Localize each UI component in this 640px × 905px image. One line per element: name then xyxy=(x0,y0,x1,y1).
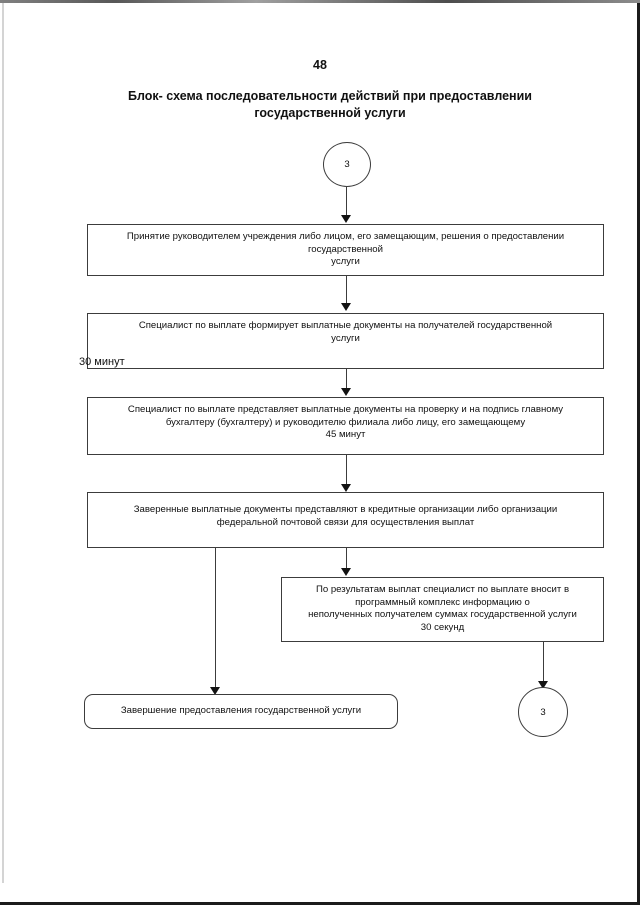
process-box-1-text: Принятие руководителем учреждения либо л… xyxy=(88,225,603,269)
connector-circle-bottom: 3 xyxy=(518,687,568,737)
connector-circle-top-label: 3 xyxy=(344,159,350,170)
page-title: Блок- схема последовательности действий … xyxy=(120,88,540,122)
arrowhead-to-box3 xyxy=(341,388,351,396)
connector-line-box2-to-box3 xyxy=(346,369,347,391)
connector-circle-top: 3 xyxy=(323,142,371,187)
connector-line-circle-to-box1 xyxy=(346,187,347,219)
process-box-3-line-3: 45 минут xyxy=(325,429,366,440)
page-number: 48 xyxy=(313,58,327,72)
terminal-box-end-line-1: Завершение предоставления государственно… xyxy=(120,705,362,717)
process-box-2-line-1: Специалист по выплате формирует выплатны… xyxy=(138,320,553,331)
process-box-3-text: Специалист по выплате представляет выпла… xyxy=(88,398,603,442)
connector-circle-bottom-label: 3 xyxy=(540,706,546,718)
process-box-5-text: По результатам выплат специалист по выпл… xyxy=(282,578,603,634)
scan-edge-bottom xyxy=(0,902,640,905)
arrowhead-to-box2 xyxy=(341,303,351,311)
terminal-box-end: Завершение предоставления государственно… xyxy=(84,694,398,729)
arrowhead-to-box4 xyxy=(341,484,351,492)
process-box-5-line-1: По результатам выплат специалист по выпл… xyxy=(315,584,570,595)
scan-edge-top xyxy=(0,0,640,3)
process-box-2-line-2: услуги xyxy=(331,332,360,344)
process-box-1-line-2: государственной xyxy=(308,243,383,255)
scan-edge-right xyxy=(637,3,640,903)
process-box-5-line-4: 30 секунд xyxy=(420,621,465,633)
arrowhead-to-box1 xyxy=(341,215,351,223)
arrowhead-to-terminal xyxy=(210,687,220,695)
process-box-2: Специалист по выплате формирует выплатны… xyxy=(87,313,604,369)
process-box-3-line-2: бухгалтеру (бухгалтеру) и руководителю ф… xyxy=(165,416,526,428)
process-box-1-line-3: услуги xyxy=(331,256,360,267)
process-box-4: Заверенные выплатные документы представл… xyxy=(87,492,604,548)
process-box-5-line-3: неполученных получателем суммах государс… xyxy=(308,609,577,620)
duration-label-30-minutes: 30 минут xyxy=(79,356,125,368)
connector-line-box3-to-box4 xyxy=(346,455,347,487)
terminal-box-end-text: Завершение предоставления государственно… xyxy=(85,705,397,718)
process-box-1: Принятие руководителем учреждения либо л… xyxy=(87,224,604,276)
process-box-2-text: Специалист по выплате формирует выплатны… xyxy=(88,314,603,345)
connector-line-box1-to-box2 xyxy=(346,276,347,306)
connector-line-box5-to-circle xyxy=(543,642,544,684)
process-box-5-line-2: программный комплекс информацию о xyxy=(355,596,530,608)
process-box-4-text: Заверенные выплатные документы представл… xyxy=(88,493,603,529)
process-box-1-line-1: Принятие руководителем учреждения либо л… xyxy=(126,231,565,242)
connector-line-box4-to-terminal xyxy=(215,548,216,690)
scan-edge-left xyxy=(2,3,4,883)
process-box-3-line-1: Специалист по выплате представляет выпла… xyxy=(127,404,564,415)
process-box-4-line-1: Заверенные выплатные документы представл… xyxy=(133,504,558,515)
connector-line-box4-to-box5 xyxy=(346,548,347,571)
page-title-line-1: Блок- схема последовательности действий … xyxy=(128,89,532,103)
process-box-4-line-2: федеральной почтовой связи для осуществл… xyxy=(216,516,475,528)
process-box-5: По результатам выплат специалист по выпл… xyxy=(281,577,604,642)
arrowhead-to-connector-circle-bottom xyxy=(538,681,548,689)
arrowhead-to-box5 xyxy=(341,568,351,576)
process-box-3: Специалист по выплате представляет выпла… xyxy=(87,397,604,455)
page-title-line-2: государственной услуги xyxy=(254,106,406,120)
